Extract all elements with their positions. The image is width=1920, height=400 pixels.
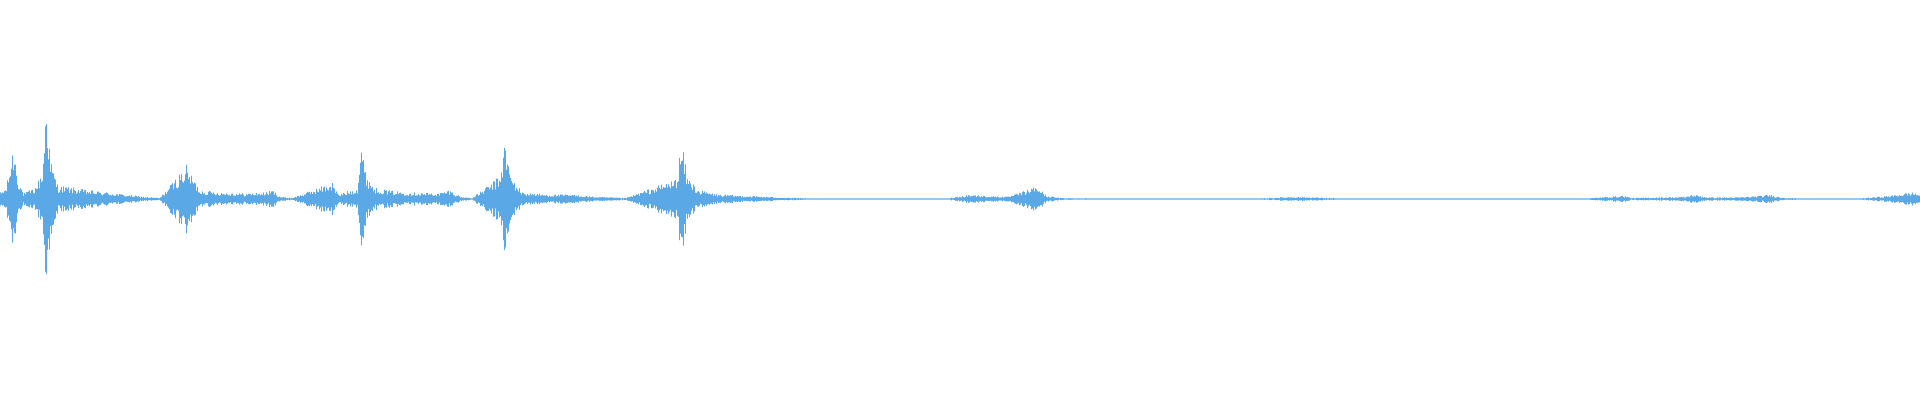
- waveform-samples: [0, 123, 1920, 275]
